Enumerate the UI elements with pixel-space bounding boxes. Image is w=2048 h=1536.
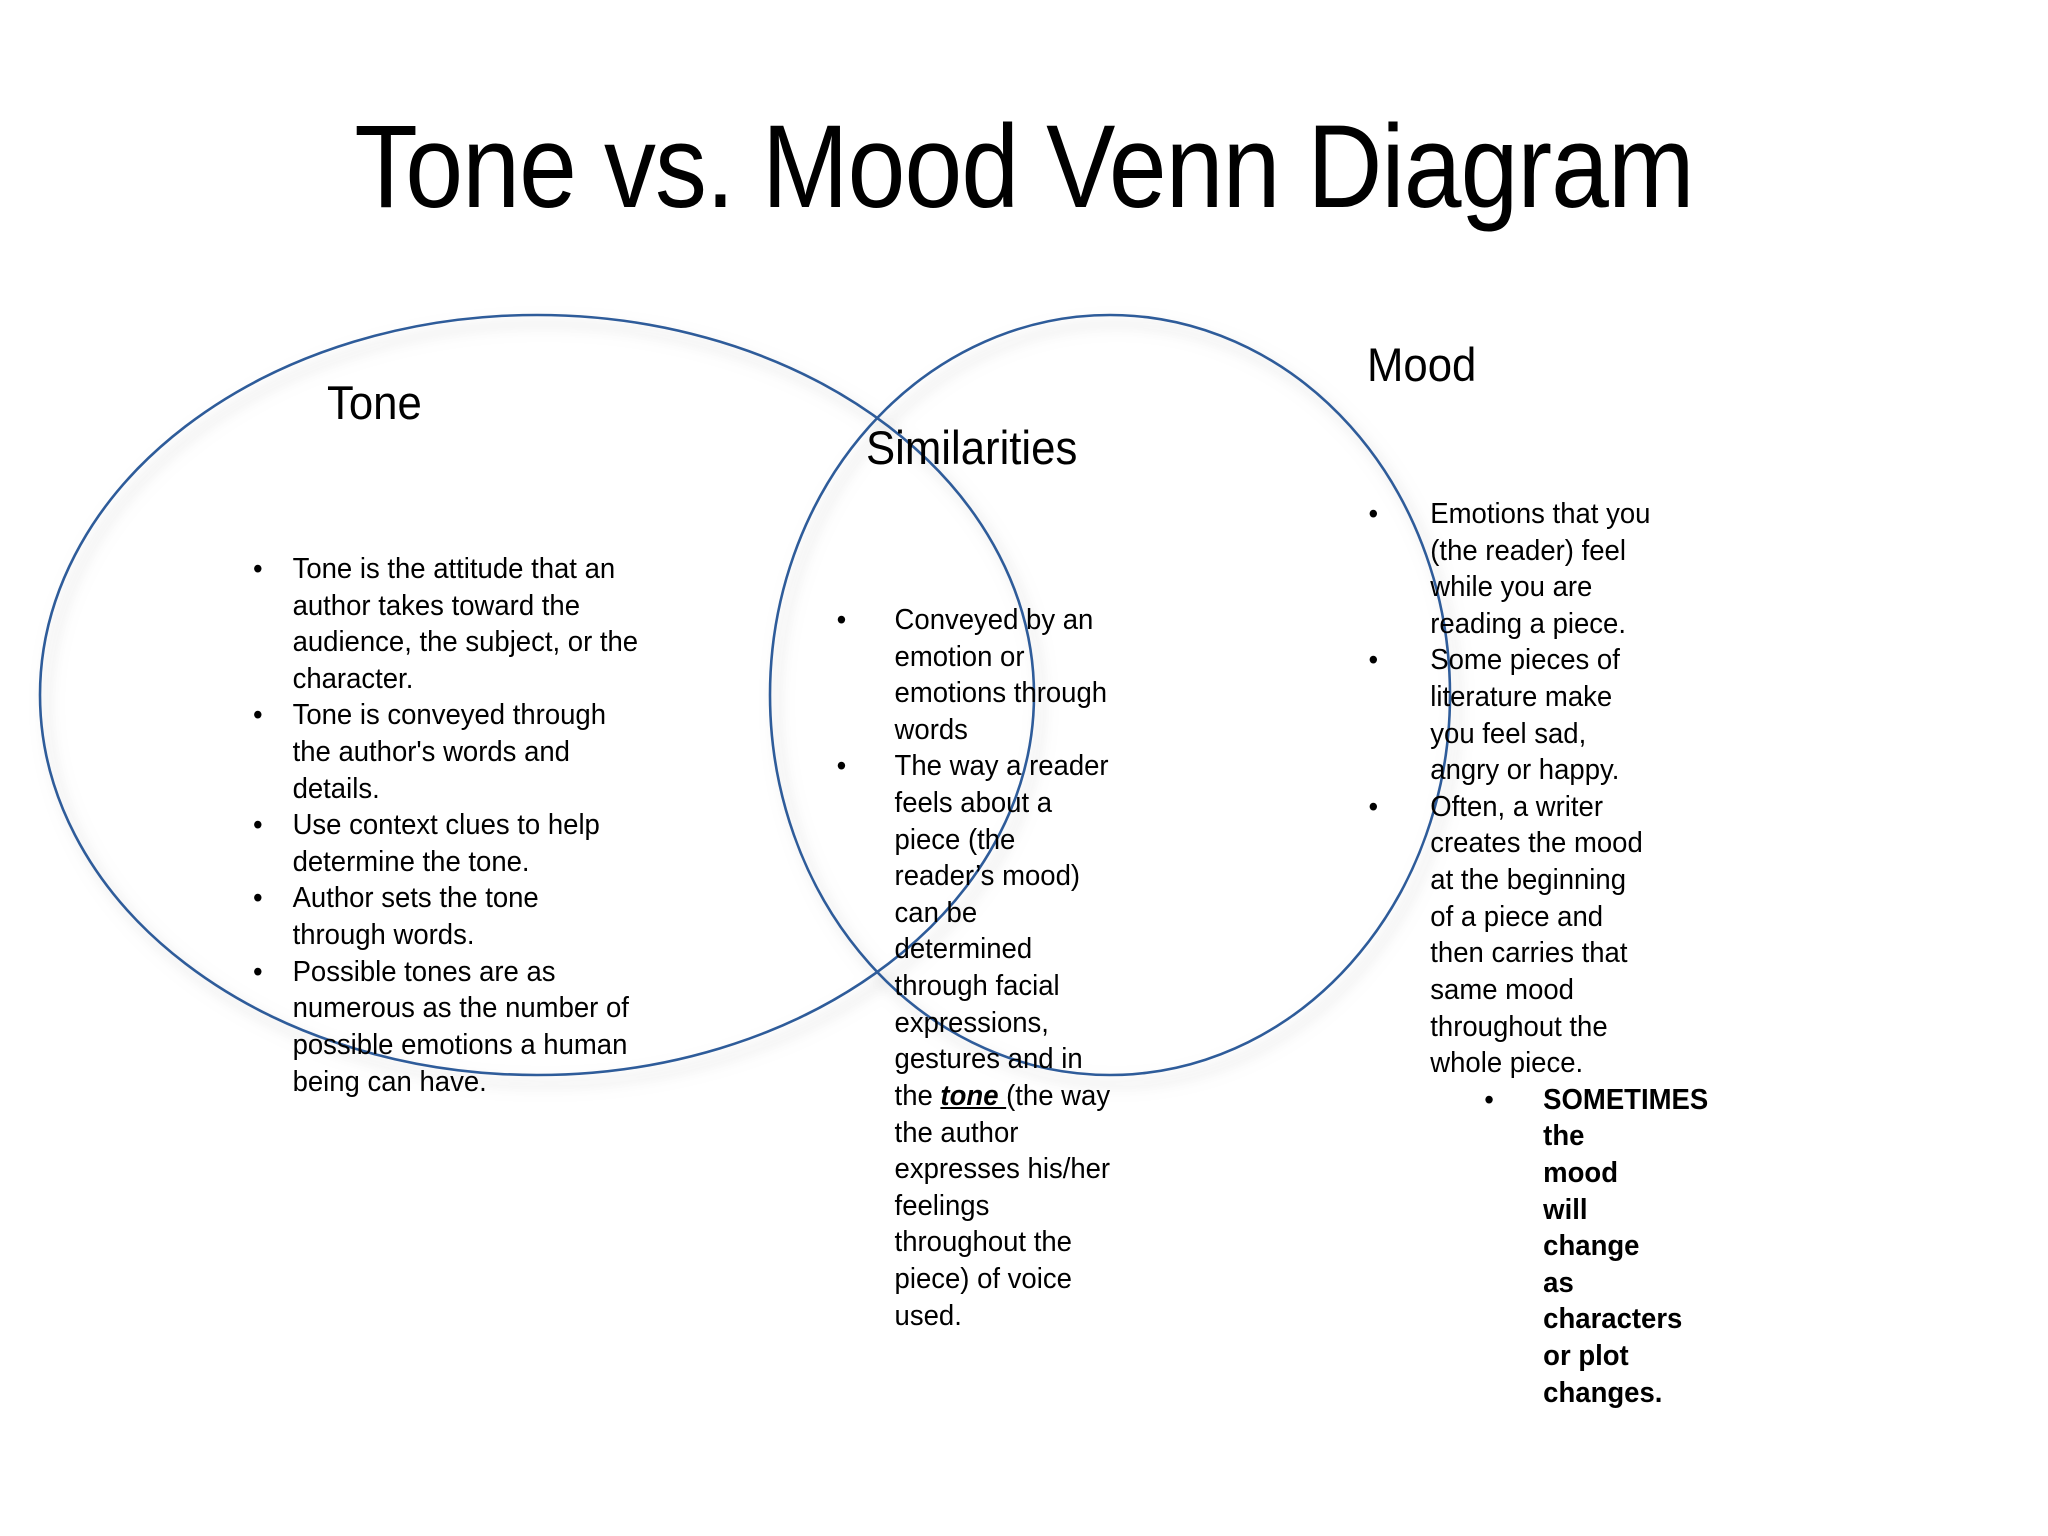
bullet-icon: • (836, 604, 847, 636)
venn-label-tone: Tone (327, 376, 422, 429)
venn-label-similarities: Similarities (866, 421, 1078, 474)
list-item: • Conveyed by an emotion or emotions thr… (827, 602, 1112, 748)
list-item: • Some pieces of literature make you fee… (1355, 642, 1654, 788)
bullet-icon: • (253, 699, 263, 732)
list-item-text: Conveyed by an emotion or emotions throu… (895, 604, 1108, 746)
list-item: • Use context clues to help determine th… (253, 807, 639, 880)
sub-list-item: • SOMETIMES the mood will change as char… (1471, 1082, 1708, 1411)
list-item-text: Possible tones are as numerous as the nu… (292, 955, 629, 1098)
list-item: • The way a reader feels about a piece (… (827, 748, 1112, 1334)
list-item-text: Tone is conveyed through the author's wo… (292, 699, 607, 805)
list-item-text: Often, a writer creates the mood at the … (1430, 790, 1643, 1080)
list-item: • Often, a writer creates the mood at th… (1355, 789, 1709, 1411)
emphasized-word-tone: tone (940, 1079, 1007, 1112)
list-item-text-after: (the way the author expresses his/her fe… (894, 1079, 1111, 1332)
bullet-icon: • (1484, 1083, 1494, 1116)
list-item: • Tone is the attitude that an author ta… (253, 551, 639, 697)
list-item-text: Use context clues to help determine the … (292, 809, 600, 878)
sub-list-item-text: SOMETIMES the mood will change as charac… (1543, 1083, 1709, 1409)
list-item-text: Tone is the attitude that an author take… (292, 553, 639, 695)
list-item: • Possible tones are as numerous as the … (253, 954, 639, 1100)
list-item-text-before: The way a reader feels about a piece (th… (894, 750, 1109, 1112)
bullet-icon: • (1368, 790, 1379, 823)
bullet-icon: • (1368, 498, 1379, 530)
list-item: • Emotions that you (the reader) feel wh… (1355, 496, 1654, 642)
page-title: Tone vs. Mood Venn Diagram (354, 101, 1694, 233)
bullet-icon: • (253, 955, 263, 988)
list-item-text: The way a reader feels about a piece (th… (895, 750, 1111, 1331)
list-item-text: Some pieces of literature make you feel … (1430, 644, 1620, 787)
bullet-icon: • (253, 553, 263, 585)
bullet-icon: • (1368, 644, 1379, 677)
bullet-icon: • (836, 750, 847, 783)
list-item: • Tone is conveyed through the author's … (253, 697, 639, 807)
bullet-icon: • (253, 882, 263, 915)
mood-bullet-list: • Emotions that you (the reader) feel wh… (1355, 496, 1709, 1411)
list-item-text: Emotions that you (the reader) feel whil… (1430, 498, 1651, 640)
similarities-bullet-list: • Conveyed by an emotion or emotions thr… (827, 602, 1112, 1334)
tone-bullet-list: • Tone is the attitude that an author ta… (253, 551, 639, 1100)
list-item-text: Author sets the tone through words. (292, 882, 539, 952)
bullet-icon: • (253, 809, 263, 842)
list-item-text-before: Conveyed by an emotion or emotions throu… (894, 604, 1108, 746)
mood-sub-bullet-list: • SOMETIMES the mood will change as char… (1430, 1082, 1708, 1411)
list-item: • Author sets the tone through words. (253, 880, 639, 953)
venn-label-mood: Mood (1367, 338, 1477, 391)
